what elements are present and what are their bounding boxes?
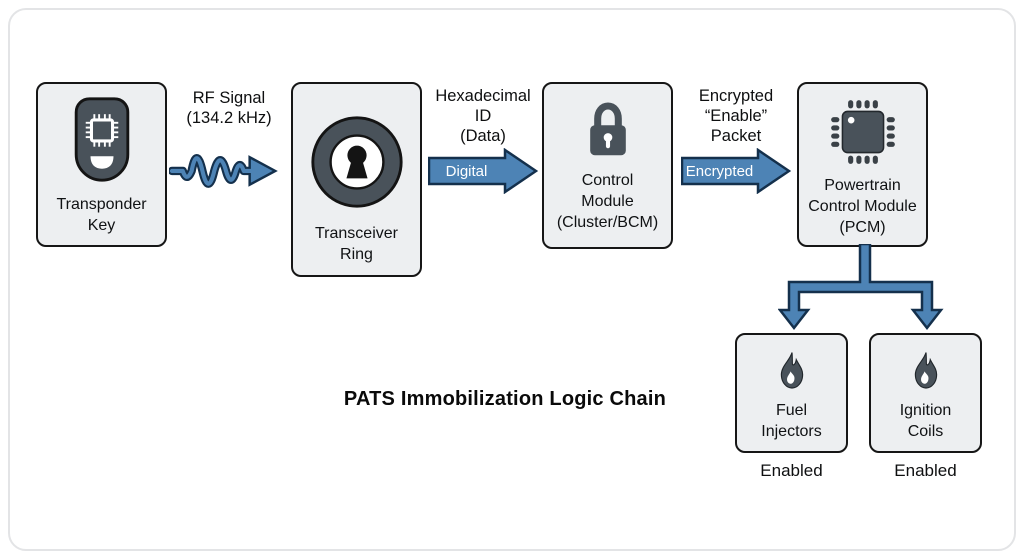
fuel-injectors-status: Enabled bbox=[760, 461, 823, 480]
pcm-label: Powertrain Control Module (PCM) bbox=[808, 177, 917, 236]
ignition-coils-label: Ignition Coils bbox=[899, 402, 952, 440]
key-fob-icon bbox=[74, 97, 129, 182]
fuel-injectors-label: Fuel Injectors bbox=[761, 402, 822, 440]
encrypted-enable-packet-label: Encrypted “Enable” Packet bbox=[698, 87, 774, 145]
digital-arrow-label: Digital bbox=[445, 162, 488, 180]
encrypted-arrow: Encrypted bbox=[681, 148, 791, 194]
padlock-icon bbox=[589, 102, 626, 156]
diagram-title: PATS Immobilization Logic Chain bbox=[343, 388, 667, 410]
encrypted-arrow-label: Encrypted bbox=[685, 162, 754, 180]
split-down-arrows-icon bbox=[778, 244, 944, 331]
ring-keyhole-icon bbox=[310, 116, 403, 208]
node-transponder-key: Transponder Key bbox=[36, 82, 167, 247]
transceiver-ring-label: Transceiver Ring bbox=[315, 225, 398, 263]
node-ignition-coils: Ignition Coils bbox=[869, 333, 982, 453]
right-arrow-icon bbox=[428, 148, 538, 194]
flame-icon bbox=[914, 352, 937, 389]
right-arrow-icon bbox=[681, 148, 791, 194]
hexadecimal-id-label: Hexadecimal ID (Data) bbox=[435, 87, 531, 145]
control-module-label: Control Module (Cluster/BCM) bbox=[556, 172, 659, 231]
microchip-icon bbox=[830, 100, 895, 164]
node-fuel-injectors: Fuel Injectors bbox=[735, 333, 848, 453]
transponder-key-label: Transponder Key bbox=[56, 196, 147, 234]
node-control-module: Control Module (Cluster/BCM) bbox=[542, 82, 673, 249]
digital-arrow: Digital bbox=[428, 148, 538, 194]
node-powertrain-control-module: Powertrain Control Module (PCM) bbox=[797, 82, 928, 247]
flame-icon bbox=[780, 352, 803, 389]
node-transceiver-ring: Transceiver Ring bbox=[291, 82, 422, 277]
ignition-coils-status: Enabled bbox=[894, 461, 957, 480]
rf-signal-label: RF Signal (134.2 kHz) bbox=[186, 89, 272, 127]
rf-wave-arrow-icon bbox=[169, 154, 278, 188]
